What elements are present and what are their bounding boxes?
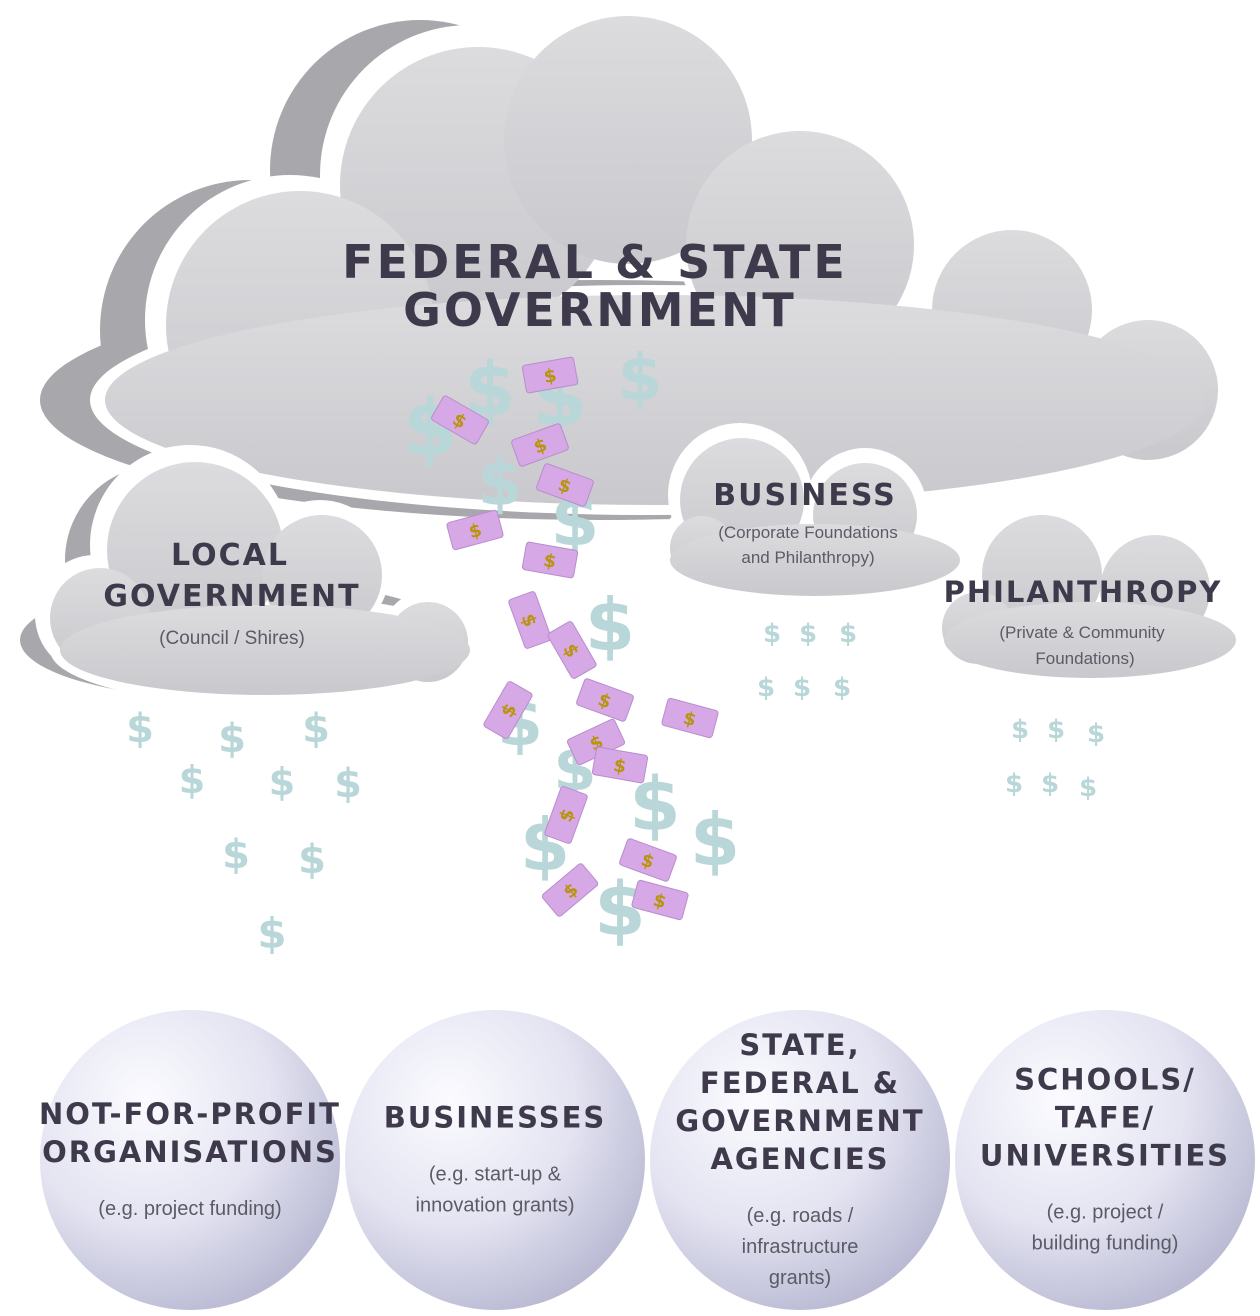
dollar-sign-icon: $ (618, 342, 663, 416)
banknote-icon: $ (483, 681, 533, 739)
svg-text:$: $ (542, 365, 558, 388)
dollar-sign-icon: $ (478, 447, 523, 521)
banknote-icon: $ (536, 463, 594, 507)
philanthropy-subtitle-line2: Foundations) (1035, 649, 1134, 668)
business-subtitle-line2: and Philanthropy) (741, 548, 874, 567)
banknote-icon: $ (591, 746, 649, 784)
dollar-sign-icon: $ (594, 867, 646, 953)
recipient-detail: grants) (769, 1267, 831, 1289)
local-title-line2: GOVERNMENT (103, 579, 360, 614)
dollar-sign-icon: $ (1047, 715, 1065, 745)
banknote-icon: $ (661, 697, 719, 739)
dollar-sign-icon: $ (799, 619, 817, 649)
philanthropy-title: PHILANTHROPY (944, 575, 1223, 609)
banknote-icon: $ (541, 863, 599, 917)
banknote-icon: $ (431, 395, 489, 445)
dollar-sign-icon: $ (302, 706, 330, 752)
dollar-sign-icon: $ (269, 760, 295, 804)
dollar-sign-icon: $ (257, 909, 286, 958)
banknote-icon: $ (631, 879, 689, 921)
recipient-detail: (e.g. project funding) (98, 1198, 281, 1220)
banknote-icon: $ (576, 678, 634, 722)
banknote-icon: $ (521, 356, 579, 394)
local-government-cloud: LOCAL GOVERNMENT (Council / Shires) (20, 445, 480, 705)
recipient-detail: (e.g. project / (1047, 1202, 1164, 1224)
philanthropy-subtitle-line1: (Private & Community (999, 623, 1165, 642)
svg-text:$: $ (651, 890, 669, 914)
dollar-sign-icon: $ (179, 758, 205, 802)
dollar-sign-icon: $ (839, 619, 857, 649)
dollar-sign-icon: $ (793, 673, 811, 703)
banknote-icon: $ (446, 509, 504, 551)
federal-title-line2: GOVERNMENT (403, 283, 797, 337)
federal-state-cloud: FEDERAL & STATE GOVERNMENT (40, 0, 1230, 520)
philanthropy-cloud: PHILANTHROPY (Private & Community Founda… (930, 500, 1245, 688)
recipient-circle: NOT-FOR-PROFIT ORGANISATIONS (e.g. project… (39, 1010, 341, 1310)
dollar-sign-icon: $ (1041, 769, 1059, 799)
dollar-sign-icon: $ (218, 716, 246, 762)
recipient-detail: infrastructure (742, 1236, 859, 1258)
dollar-sign-icon: $ (757, 673, 775, 703)
business-subtitle-line1: (Corporate Foundations (718, 523, 898, 542)
banknote-icon: $ (508, 591, 552, 649)
banknote-icon: $ (544, 786, 588, 844)
recipient-title: AGENCIES (710, 1142, 889, 1176)
business-cloud: BUSINESS (Corporate Foundations and Phil… (660, 423, 970, 605)
dollar-sign-icon: $ (690, 798, 740, 882)
recipient-detail: (e.g. roads / (747, 1205, 854, 1227)
recipient-title: FEDERAL & (700, 1066, 900, 1100)
dollar-sign-icon: $ (833, 673, 851, 703)
money-rain: $$$$$$$$$$$$$$$$$$$$$$$$$$$$$$$$$$$$$$$$… (126, 342, 1105, 958)
dollar-sign-icon: $ (298, 837, 326, 883)
banknote-icon: $ (547, 621, 597, 679)
recipient-detail: (e.g. start-up & (429, 1164, 562, 1186)
recipient-title: NOT-FOR-PROFIT (39, 1097, 341, 1131)
dollar-sign-icon: $ (763, 619, 781, 649)
dollar-sign-icon: $ (334, 761, 362, 807)
dollar-sign-icon: $ (585, 583, 635, 667)
recipient-detail: building funding) (1032, 1233, 1179, 1255)
recipient-title: UNIVERSITIES (980, 1139, 1230, 1173)
local-subtitle: (Council / Shires) (159, 628, 305, 649)
recipients-row: NOT-FOR-PROFIT ORGANISATIONS (e.g. project… (39, 1010, 1255, 1310)
recipient-detail: innovation grants) (416, 1195, 575, 1217)
dollar-sign-icon: $ (222, 832, 250, 878)
recipient-title: STATE, (739, 1028, 860, 1062)
dollar-sign-icon: $ (1005, 769, 1023, 799)
recipient-circle: STATE, FEDERAL & GOVERNMENT AGENCIES (e.g. r… (650, 1010, 950, 1310)
svg-text:$: $ (542, 550, 558, 573)
svg-text:$: $ (467, 520, 485, 544)
svg-text:$: $ (681, 708, 699, 732)
local-title-line1: LOCAL (171, 538, 289, 573)
banknote-icon: $ (511, 423, 569, 467)
recipient-title: BUSINESSES (384, 1101, 607, 1135)
dollar-sign-icon: $ (1011, 715, 1029, 745)
dollar-sign-icon: $ (1079, 773, 1097, 803)
dollar-sign-icon: $ (1087, 719, 1105, 749)
recipient-circle: BUSINESSES (e.g. start-up & innovation gra… (345, 1010, 645, 1310)
banknote-icon: $ (521, 541, 579, 579)
recipient-title: SCHOOLS/ (1014, 1063, 1196, 1097)
recipient-title: ORGANISATIONS (42, 1135, 338, 1169)
recipient-circle: SCHOOLS/TAFE/UNIVERSITIES (e.g. project /… (955, 1010, 1255, 1310)
banknote-icon: $ (619, 838, 677, 882)
federal-title-line1: FEDERAL & STATE (342, 235, 848, 289)
recipient-title: TAFE/ (1055, 1101, 1155, 1135)
svg-text:$: $ (612, 755, 628, 778)
business-title: BUSINESS (713, 478, 896, 513)
recipient-title: GOVERNMENT (675, 1104, 924, 1138)
dollar-sign-icon: $ (126, 706, 154, 752)
